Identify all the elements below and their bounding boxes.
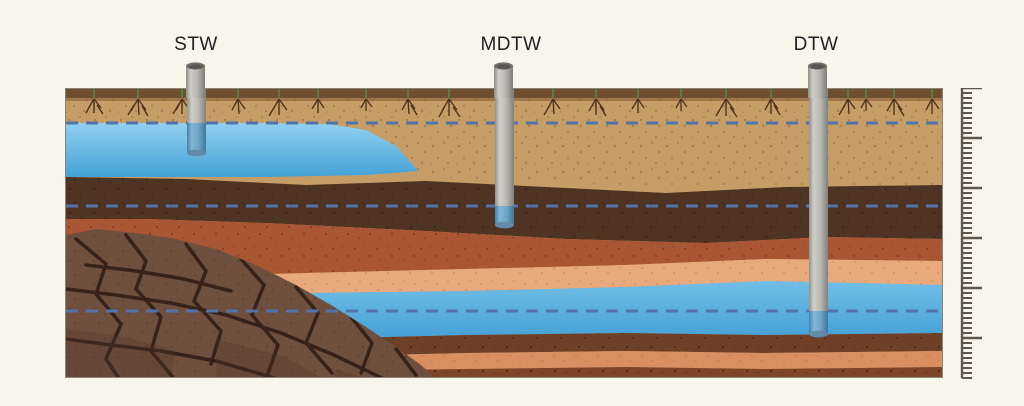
- seedling: [360, 89, 373, 111]
- seedling: [588, 89, 607, 117]
- layer-upper-silt-wedge: [396, 123, 942, 185]
- layer-shallow-aquifer: [66, 123, 418, 177]
- cross-section-panel: [65, 88, 943, 378]
- well-label-mdtw: MDTW: [480, 34, 542, 55]
- seedling: [631, 89, 645, 113]
- seedling: [886, 89, 905, 117]
- seedling: [268, 89, 288, 117]
- seedling: [764, 89, 781, 116]
- seedling: [715, 89, 738, 118]
- seedling: [401, 89, 418, 116]
- water-table-lines: [66, 121, 942, 313]
- seedling: [172, 89, 190, 115]
- well-label-stw: STW: [174, 34, 218, 55]
- well-casing-stw: [187, 89, 206, 157]
- layer-fractured-bedrock: [66, 229, 434, 377]
- depth-ruler: [955, 86, 1001, 379]
- bedrock-cracks-left: [66, 233, 428, 377]
- well-casing-mdtw: [495, 89, 514, 229]
- seedling: [543, 89, 561, 116]
- seedling: [231, 89, 246, 115]
- seedling: [675, 89, 688, 111]
- layer-red-clay: [66, 219, 942, 279]
- seedling: [85, 89, 104, 115]
- seedling: [838, 89, 856, 116]
- seedling: [860, 89, 873, 111]
- seedling: [311, 89, 325, 113]
- ruler-ticks: [962, 86, 982, 379]
- well-label-dtw: DTW: [793, 34, 839, 55]
- well-casing-dtw: [809, 89, 828, 338]
- seedling: [438, 89, 461, 118]
- seedling: [127, 89, 149, 117]
- seedling: [925, 89, 940, 114]
- layer-intermediate-aquifer: [256, 281, 942, 339]
